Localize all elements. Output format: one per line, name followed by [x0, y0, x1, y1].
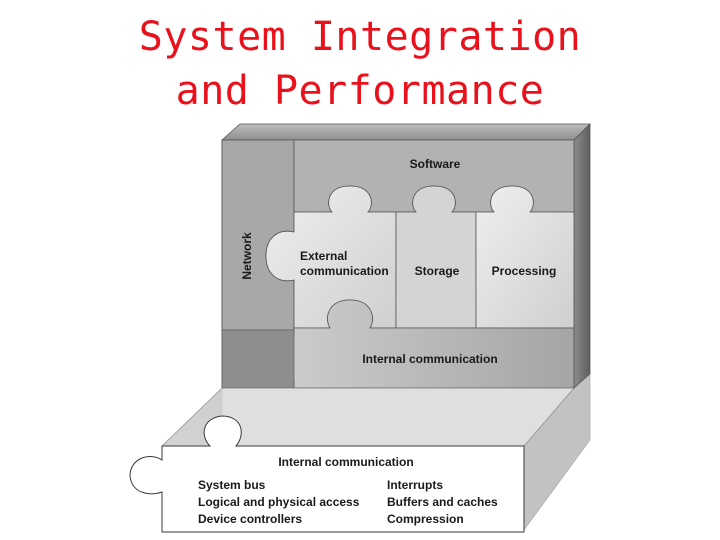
storage-label: Storage	[415, 264, 460, 278]
front-panel-right-item: Interrupts	[387, 478, 443, 492]
box-inner-left-wall	[221, 329, 295, 389]
front-panel-left-item: Device controllers	[198, 512, 302, 526]
title-line-1: System Integration	[138, 14, 582, 60]
front-panel-right-item: Buffers and caches	[387, 495, 498, 509]
external-communication-label-line-1: External	[300, 249, 347, 263]
front-panel-heading: Internal communication	[278, 455, 413, 469]
front-panel-left-item: Logical and physical access	[198, 495, 360, 509]
front-panel-left-item: System bus	[198, 478, 266, 492]
front-panel-right-item: Compression	[387, 512, 464, 526]
internal-communication-back-label: Internal communication	[362, 352, 497, 366]
storage-piece	[395, 185, 477, 329]
processing-piece	[475, 185, 575, 329]
external-communication-label-line-2: communication	[300, 264, 389, 278]
box-top-rim	[220, 123, 591, 141]
network-label: Network	[240, 232, 254, 280]
title-line-2: and Performance	[175, 68, 545, 114]
box-right-side	[573, 123, 591, 389]
slide-title: System Integration and Performance	[0, 10, 720, 118]
front-panel-piece	[129, 415, 525, 533]
processing-label: Processing	[492, 264, 557, 278]
software-label: Software	[410, 157, 461, 171]
